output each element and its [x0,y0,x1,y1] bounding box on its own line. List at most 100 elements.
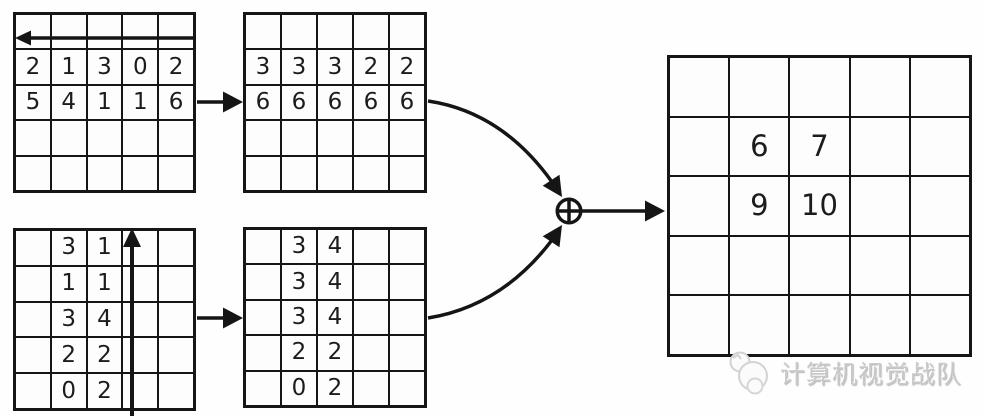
grid-cell: 9 [729,176,790,236]
grid-cell: 6 [317,84,353,121]
grid-cell [15,230,51,266]
grid-cell [15,120,51,156]
grid-cell: 1 [50,265,87,302]
grid-cell: 1 [86,84,123,121]
grid-cell [789,57,850,117]
grid-cell [158,301,194,338]
grid-cell [789,295,850,355]
grid-cell [353,229,389,265]
grid-cell [15,265,51,302]
grid-cell [909,176,970,236]
grid-cell: 2 [317,335,353,371]
grid-cell [729,57,790,117]
grid-cell: 2 [353,49,389,85]
grid-cell [669,176,730,236]
grid-cell [909,116,970,177]
grid-cell: 2 [86,337,123,374]
grid-cell [353,14,389,50]
grid-cell [158,155,194,191]
grid-cell [158,230,194,266]
grid-cell [669,295,730,355]
grid-cell: 2 [15,49,51,85]
grid-cell: 10 [789,176,850,236]
grid-cell [122,230,159,266]
grid-cell: 3 [281,49,317,85]
grid-cell: 4 [86,301,123,338]
grid-cell [122,155,159,191]
grid-cell [281,120,317,156]
grid-cell [158,337,194,374]
grid-cell [86,14,123,50]
grid-cell [353,120,389,156]
grid-cell [389,299,425,336]
grid-cell [122,337,159,374]
grid-cell [389,229,425,265]
grid-cell [122,265,159,302]
grid-cell [245,155,281,191]
grid-cell [909,295,970,355]
grid-cell [245,299,281,336]
grid-cell: 1 [86,265,123,302]
grid-cell [86,120,123,156]
grid-cell [353,264,389,300]
grid-cell [353,155,389,191]
grid-cell: 6 [353,84,389,121]
grid-cell [158,14,194,50]
grid-cell: 0 [281,370,317,406]
grid-cell [389,120,425,156]
grid-cell [389,155,425,191]
grid-cell [669,235,730,296]
grid-cell [353,335,389,371]
top-grid-transform-arrow [197,91,243,113]
grid-cell [281,14,317,50]
grid-cell [86,155,123,191]
grid-cell: 2 [281,335,317,371]
grid-cell: 3 [86,49,123,85]
grid-cell [669,57,730,117]
grid-cell [245,370,281,406]
grid-cell: 4 [317,229,353,265]
grid-cell: 0 [50,373,87,409]
grid-cell: 1 [86,230,123,266]
grid-cell: 4 [317,264,353,300]
grid-cell [245,264,281,300]
grid-cell: 3 [50,301,87,338]
grid-cell [15,373,51,409]
grid-cell [849,176,910,236]
grid-cell [909,235,970,296]
grid-cell [122,14,159,50]
watermark: 计算机视觉战队 [726,349,962,397]
grid-cell: 6 [281,84,317,121]
grid-cell [245,14,281,50]
grid-cell [281,155,317,191]
grid-cell [789,235,850,296]
grid-cell [317,155,353,191]
grid-cell: 3 [281,264,317,300]
grid-cell: 7 [789,116,850,177]
grid-cell [158,120,194,156]
watermark-logo-icon [729,351,768,395]
grid-cell [122,301,159,338]
grid-cell [389,335,425,371]
grid-cell [122,373,159,409]
grid-cell: 3 [50,230,87,266]
grid-cell [669,116,730,177]
xor-operator-icon [555,197,583,225]
grid-cell: 1 [50,49,87,85]
grid-cell: 6 [729,116,790,177]
grid-cell: 5 [15,84,51,121]
grid-cell [849,235,910,296]
grid-cell: 6 [158,84,194,121]
grid-cell [317,120,353,156]
grid-cell: 2 [158,49,194,85]
grid-cell: 3 [281,229,317,265]
xor-to-output-arrow [581,200,665,222]
bottom-grid-transform-arrow [197,307,243,329]
grid-cell [389,14,425,50]
grid-cell [50,14,87,50]
grid-cell: 2 [50,337,87,374]
grid-cell [15,337,51,374]
